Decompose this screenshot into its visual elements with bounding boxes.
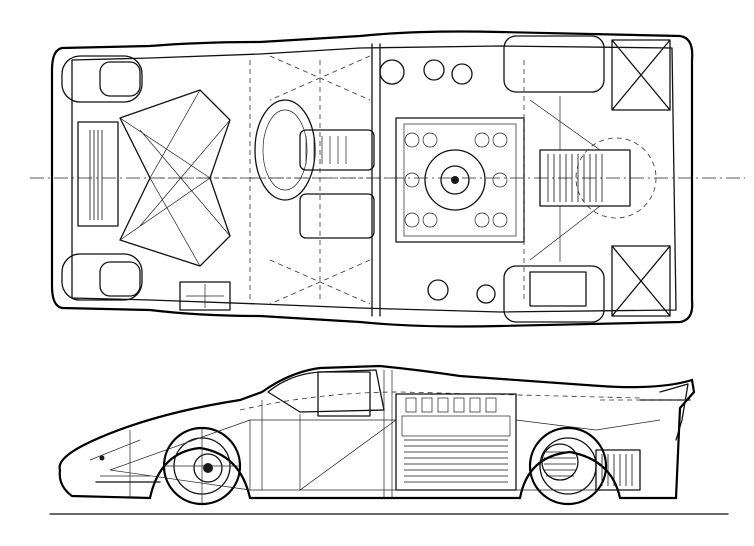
rear-right-tyre [503,265,605,323]
gearbox [539,149,631,207]
side-window [317,371,371,417]
driver-seat [299,129,375,171]
rear-hub [541,443,579,481]
space-frame-tubes [109,414,661,491]
rear-left-frame [611,39,671,111]
rear-right-brake [529,271,587,307]
front-right-brake [179,281,231,311]
engine-cylinders [404,132,508,228]
top-inner-panel [71,45,677,313]
front-right-wheel-arch [61,253,143,301]
distributor [427,279,449,301]
top-body-outline [50,30,694,328]
rear-brake-disc-hatching [544,451,576,477]
front-hub [193,453,223,483]
engine-block [395,117,525,243]
passenger-seat-area [299,193,375,239]
engine-fins-hatching [404,439,508,483]
top-plan-view [30,30,745,328]
rear-right-frame [611,245,671,317]
engine-side [395,393,517,491]
front-right-tyre [99,261,141,297]
rear-wheel [528,426,608,506]
fuel-filler-cap [379,59,405,85]
engine-fan [424,149,486,211]
front-radiator [77,121,119,227]
intake-trumpets [405,397,497,413]
gearbox-side [595,449,641,491]
oil-filter [423,59,445,81]
side-elevation-view [49,364,729,515]
rear-left-tyre [503,35,605,93]
cockpit-canopy [267,369,385,413]
front-left-wheel-arch [61,55,143,103]
steering-wheel [254,99,316,201]
side-body-profile [58,364,696,500]
front-left-tyre [99,61,141,97]
radiator-core-hatching [89,130,103,220]
gearbox-hatching [547,154,603,202]
